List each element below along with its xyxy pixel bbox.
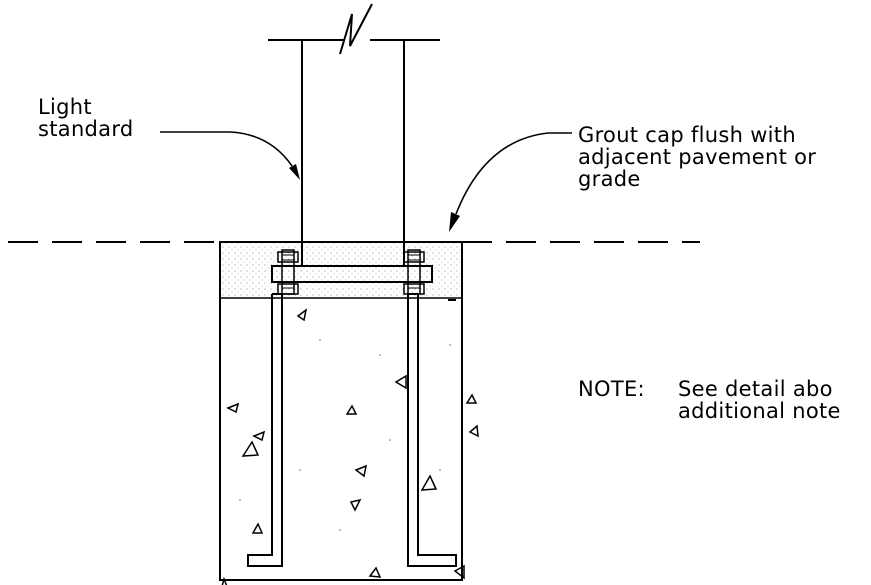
light-standard-pole [268,3,440,266]
leader-light-standard [160,131,300,180]
grout-cap-label: Grout cap flush with adjacent pavement o… [578,124,816,190]
grout-cap-label-line-2: adjacent pavement or [578,145,817,169]
light-standard-label-line-1: Light [38,95,92,119]
concrete-aggregate-hatch [221,308,479,585]
anchor-bolt-right [403,249,457,567]
base-plate [271,265,433,283]
note-heading: NOTE: [578,377,645,401]
grout-cap [221,243,461,298]
grout-cap-label-line-3: grade [578,167,641,191]
note-text-line-2: additional note [678,399,841,423]
light-standard-label: Light standard [38,96,134,140]
concrete-foundation [219,241,463,581]
note-text-line-1: See detail abo [678,377,833,401]
leader-grout-cap [449,132,572,232]
grout-cap-label-line-1: Grout cap flush with [578,123,796,147]
concrete-dots [239,339,451,531]
break-line [339,3,373,55]
note-text: See detail abo additional note [678,378,841,422]
anchor-bolt-left [247,249,299,567]
light-standard-label-line-2: standard [38,117,134,141]
